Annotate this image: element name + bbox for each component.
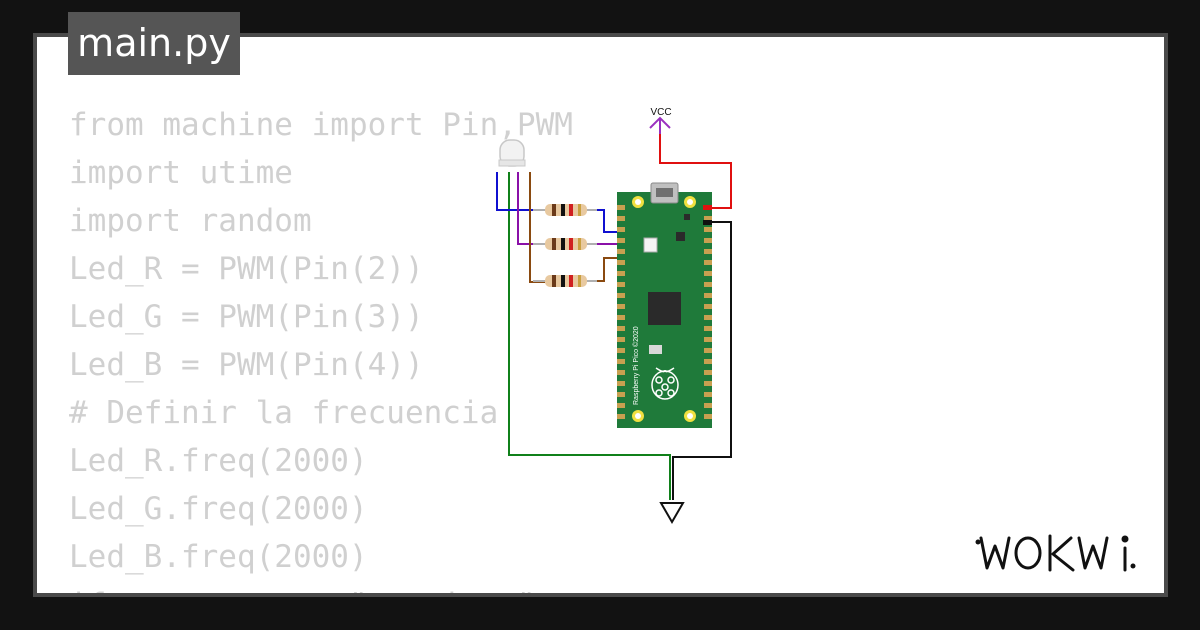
vcc-pin: [703, 205, 712, 210]
resistor-green: [533, 238, 597, 250]
header-pin: [704, 414, 712, 419]
code-line: Led_G = PWM(Pin(3)): [69, 299, 424, 335]
gnd-symbol: [659, 502, 685, 524]
board-label: Raspberry Pi Pico ©2020: [632, 326, 640, 405]
file-tab-main-py[interactable]: main.py: [68, 12, 240, 75]
code-line: from machine import Pin,PWM: [69, 107, 573, 143]
header-pin: [704, 282, 712, 287]
code-line: # Definir la frecuencia: [69, 395, 499, 431]
header-pin: [617, 414, 625, 419]
red-channel-wire: [496, 172, 545, 211]
code-line: import random: [69, 203, 312, 239]
header-pin: [704, 337, 712, 342]
green-channel-wire: [517, 172, 545, 245]
header-pin: [617, 315, 625, 320]
header-pin: [704, 293, 712, 298]
header-pin: [704, 260, 712, 265]
code-line: Led_B.freq(2000): [69, 539, 368, 575]
header-pin: [617, 216, 625, 221]
header-pin: [704, 348, 712, 353]
header-pin: [704, 326, 712, 331]
header-pin: [704, 249, 712, 254]
header-pin: [704, 227, 712, 232]
header-pin: [617, 392, 625, 397]
header-pin: [617, 304, 625, 309]
header-pin: [617, 337, 625, 342]
gnd-pin: [703, 220, 712, 225]
header-pin: [704, 216, 712, 221]
gpio4-wire: [597, 257, 626, 282]
header-pin: [617, 326, 625, 331]
preview-card: from machine import Pin,PWM import utime i…: [37, 37, 1164, 593]
header-pin: [617, 227, 625, 232]
header-pin: [617, 381, 625, 386]
header-pin: [704, 271, 712, 276]
code-line: Led_B = PWM(Pin(4)): [69, 347, 424, 383]
code-line: Led_R = PWM(Pin(2)): [69, 251, 424, 287]
header-pin: [617, 293, 625, 298]
header-pin: [617, 282, 625, 287]
header-pin: [617, 260, 625, 265]
header-pin: [704, 238, 712, 243]
header-pin: [704, 392, 712, 397]
header-pin: [704, 315, 712, 320]
rgb-led: [498, 139, 526, 167]
header-pin: [617, 271, 625, 276]
header-pin: [704, 370, 712, 375]
header-pin: [617, 370, 625, 375]
board-pins: [617, 205, 712, 419]
resistor-blue: [533, 275, 597, 287]
code-line: Led_G.freq(2000): [69, 491, 368, 527]
vcc-symbol: [649, 116, 671, 134]
gnd-wire: [672, 221, 732, 500]
vcc-label: VCC: [650, 107, 671, 118]
header-pin: [704, 304, 712, 309]
raspberry-logo-icon: [651, 367, 679, 400]
header-pin: [617, 205, 625, 210]
code-line: import utime: [69, 155, 293, 191]
vcc-wire: [659, 134, 732, 209]
header-pin: [617, 238, 625, 243]
header-pin: [617, 403, 625, 408]
header-pin: [617, 348, 625, 353]
code-preview: from machine import Pin,PWM import utime i…: [69, 101, 573, 593]
code-line: Led_R.freq(2000): [69, 443, 368, 479]
gpio2-wire: [597, 209, 626, 233]
raspberry-pi-pico-board: Raspberry Pi Pico ©2020: [617, 182, 712, 428]
wokwi-logo[interactable]: [975, 528, 1147, 576]
code-line: if __name__ == "__main__":: [69, 581, 573, 593]
header-pin: [704, 403, 712, 408]
header-pin: [617, 359, 625, 364]
resistor-red: [533, 204, 597, 216]
blue-channel-wire: [529, 172, 545, 283]
header-pin: [704, 381, 712, 386]
header-pin: [617, 249, 625, 254]
header-pin: [704, 359, 712, 364]
led-common-wire: [508, 172, 671, 500]
